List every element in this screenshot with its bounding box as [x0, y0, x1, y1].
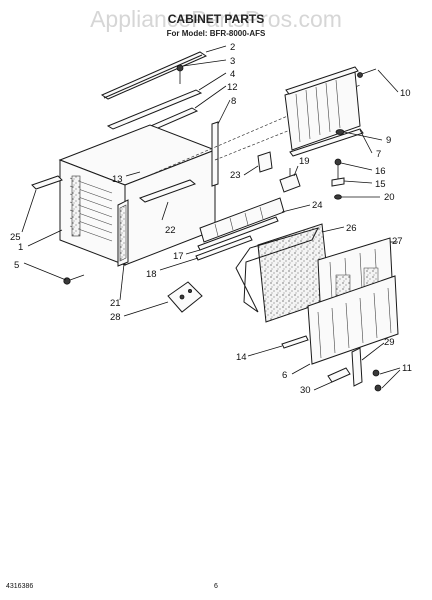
louver-assembly-part-24[interactable]: [199, 197, 285, 243]
callout-16: 16: [375, 166, 386, 177]
side-panel-part-21[interactable]: [117, 199, 129, 267]
mounting-screw-part-3[interactable]: [176, 64, 184, 84]
watermark: AppliancePartsPros.com: [90, 6, 342, 32]
divider-strip-part-8[interactable]: [211, 121, 219, 187]
channel-part-4[interactable]: [106, 89, 203, 130]
callout-10: 10: [400, 88, 411, 99]
grommet-part-9[interactable]: [335, 129, 345, 135]
louver-link-part-18[interactable]: [195, 235, 253, 261]
bottom-strip-part-14[interactable]: [281, 335, 309, 349]
callout-2: 2: [230, 42, 235, 53]
callout-22: 22: [165, 225, 176, 236]
callout-28: 28: [110, 312, 121, 323]
washer-part-20[interactable]: [334, 194, 342, 200]
callout-8: 8: [231, 96, 236, 107]
callout-9: 9: [386, 135, 391, 146]
callout-18: 18: [146, 269, 157, 280]
doc-number: 4316386: [6, 583, 33, 590]
screws-part-11[interactable]: [372, 369, 382, 392]
callout-23: 23: [230, 170, 241, 181]
top-rail-part-2[interactable]: [100, 51, 208, 100]
callout-5: 5: [14, 260, 19, 271]
control-box-part-28[interactable]: [167, 281, 203, 313]
callout-14: 14: [236, 352, 247, 363]
callout-29: 29: [384, 337, 395, 348]
hinge-bracket-part-29[interactable]: [351, 347, 363, 387]
callout-27: 27: [392, 236, 403, 247]
bracket-part-23[interactable]: [257, 151, 273, 173]
clip-part-15[interactable]: [331, 177, 345, 187]
callout-labels: 2 3 4 12 8 13 25 1 5 21 22 23 17 18 28 1…: [10, 42, 412, 396]
louver-rod-part-17[interactable]: [197, 216, 279, 251]
callout-12: 12: [227, 82, 238, 93]
front-grille-part-6[interactable]: [307, 275, 399, 365]
page-number: 6: [214, 583, 218, 590]
callout-7: 7: [376, 149, 381, 160]
latch-part-30[interactable]: [327, 367, 351, 383]
callout-21: 21: [110, 298, 121, 309]
callout-1: 1: [18, 242, 23, 253]
control-bracket-part-19[interactable]: [279, 168, 301, 193]
cabinet-part-1[interactable]: [58, 124, 217, 266]
screw-part-10[interactable]: [357, 68, 377, 78]
callout-15: 15: [375, 179, 386, 190]
callout-11: 11: [402, 363, 412, 374]
inner-tray-part-22[interactable]: [138, 179, 197, 203]
callout-4: 4: [230, 69, 235, 80]
callout-19: 19: [299, 156, 310, 167]
callout-17: 17: [173, 251, 184, 262]
callout-26: 26: [346, 223, 357, 234]
diagram-subtitle: For Model: BFR-8000-AFS: [167, 29, 266, 38]
callout-3: 3: [230, 56, 235, 67]
callout-24: 24: [312, 200, 323, 211]
diagram-title: CABINET PARTS: [168, 12, 264, 26]
callout-6: 6: [282, 370, 287, 381]
rear-grille-part-7[interactable]: [284, 66, 364, 157]
callout-20: 20: [384, 192, 395, 203]
cabinet-screw-part-5[interactable]: [63, 274, 85, 285]
callout-13: 13: [112, 174, 123, 185]
callout-30: 30: [300, 385, 311, 396]
leader-lines: [21, 45, 401, 391]
callout-25: 25: [10, 232, 21, 243]
base-rail-part-25[interactable]: [31, 175, 63, 190]
